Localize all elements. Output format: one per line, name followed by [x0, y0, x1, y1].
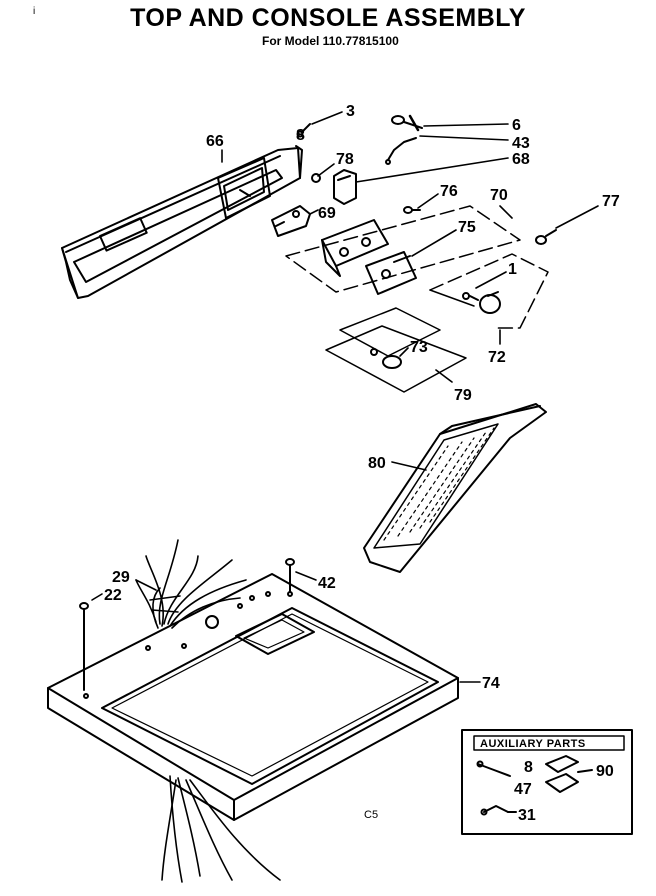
nut-77	[535, 229, 557, 245]
screw-76	[403, 206, 421, 214]
callout-79: 79	[454, 387, 472, 404]
callout-22: 22	[104, 587, 122, 604]
aux-callout-31: 31	[518, 807, 536, 824]
callout-6: 6	[512, 117, 521, 134]
console-panel	[61, 145, 303, 299]
knob-73	[370, 348, 402, 369]
leader-lines	[91, 111, 599, 683]
screw-3	[296, 123, 311, 138]
aux-callout-90: 90	[596, 763, 614, 780]
panel-79	[325, 307, 467, 393]
callout-70: 70	[490, 187, 508, 204]
aux-title: AUXILIARY PARTS	[480, 738, 586, 750]
wire-harness-29	[135, 539, 247, 629]
screw-42	[285, 558, 295, 593]
callout-77: 77	[602, 193, 620, 210]
aux-callout-47: 47	[514, 781, 532, 798]
callout-8: 8	[296, 127, 305, 144]
switch-68	[333, 169, 357, 205]
auxiliary-parts-box: AUXILIARY PARTS 8 47 90 31	[461, 729, 633, 835]
aux-part-8	[476, 760, 511, 777]
bracket-69	[271, 205, 311, 237]
callout-80: 80	[368, 455, 386, 472]
callout-29: 29	[112, 569, 130, 586]
callout-43: 43	[512, 135, 530, 152]
callout-76: 76	[440, 183, 458, 200]
callout-74: 74	[482, 675, 500, 692]
wire-43	[385, 137, 417, 165]
switch-1	[462, 291, 501, 314]
diagram-code: C5	[364, 809, 378, 821]
callout-73: 73	[410, 339, 428, 356]
aux-part-31	[480, 805, 517, 816]
corner-mark: i	[33, 6, 36, 17]
aux-callout-8: 8	[524, 759, 533, 776]
lint-panel-80	[363, 403, 547, 573]
plate-72	[429, 253, 549, 329]
timer-75	[321, 219, 417, 295]
plate-70	[285, 205, 521, 293]
dryer-top-74	[47, 573, 459, 821]
callout-1: 1	[508, 261, 517, 278]
callout-78: 78	[336, 151, 354, 168]
knob-78	[311, 173, 321, 183]
callout-3: 3	[346, 103, 355, 120]
wire-harness-lower	[161, 775, 281, 883]
bolt-6	[391, 114, 423, 132]
model-subtitle: For Model 110.77815100	[262, 34, 399, 48]
callout-labels: 3 8 6 43 68 66 78 76 70 77 69 75 1 73 72…	[104, 103, 620, 821]
screw-22	[79, 602, 89, 691]
callout-68: 68	[512, 151, 530, 168]
callout-66: 66	[206, 133, 224, 150]
callout-42: 42	[318, 575, 336, 592]
callout-69: 69	[318, 205, 336, 222]
aux-part-90	[545, 755, 593, 793]
callout-72: 72	[488, 349, 506, 366]
callout-75: 75	[458, 219, 476, 236]
page-title: TOP AND CONSOLE ASSEMBLY	[130, 4, 526, 32]
